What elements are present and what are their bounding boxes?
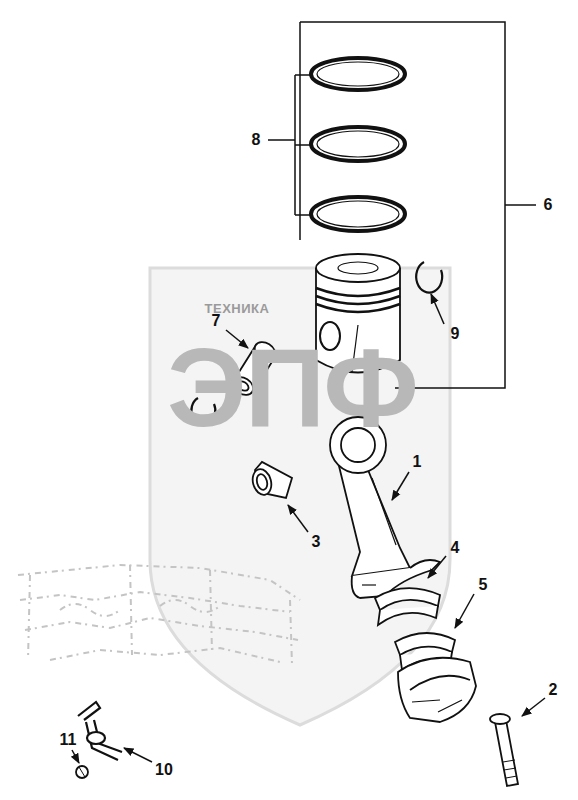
callout-number: 9 [451, 326, 460, 342]
callout-number: 5 [479, 577, 488, 593]
callout-number: 7 [212, 313, 221, 329]
cooling-nozzle [78, 702, 122, 760]
engine-block-sketch [18, 565, 300, 665]
bushing [250, 462, 292, 498]
callout-number: 10 [155, 762, 173, 778]
callout-number: 4 [451, 540, 460, 556]
callout-number: 2 [549, 682, 558, 698]
connecting-rod [330, 417, 440, 598]
rings-bracket [268, 75, 310, 215]
screw [76, 766, 88, 778]
piston-rings [311, 58, 405, 231]
leader-arrow [72, 294, 545, 763]
callout-number: 8 [252, 132, 261, 148]
watermark-text: ЭПФ [167, 332, 417, 444]
rod-cap [398, 658, 476, 722]
callout-number: 3 [312, 534, 321, 550]
callout-number: 1 [413, 454, 422, 470]
callout-number: 6 [544, 197, 553, 213]
watermark-text: ТЕХНИКА [205, 302, 270, 315]
callout-number: 11 [60, 732, 77, 748]
rod-bolt [490, 714, 518, 786]
